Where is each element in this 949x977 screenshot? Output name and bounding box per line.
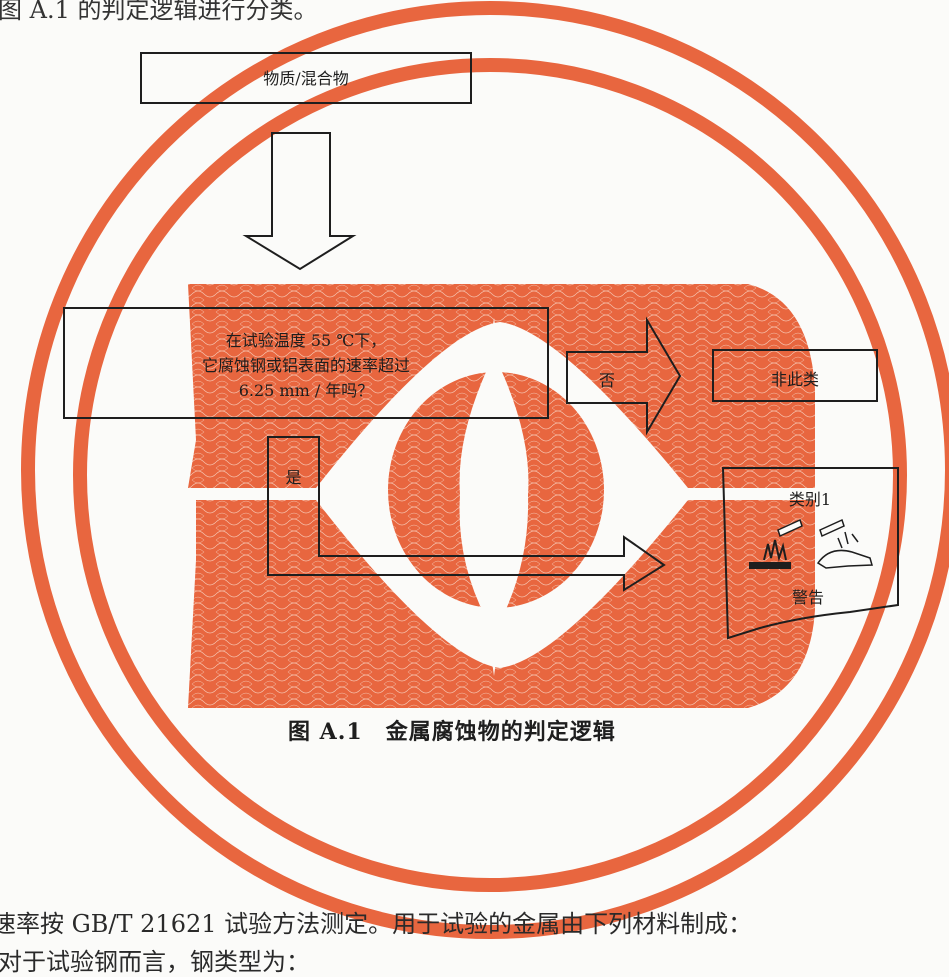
no-result-box: [712, 349, 878, 402]
category-label-card: [721, 467, 899, 640]
emblem-eye-slit: [459, 318, 529, 676]
top-text-line: 图 A.1 的判定逻辑进行分类。: [0, 0, 318, 24]
signal-word-label: 警告: [791, 588, 824, 607]
no-result-label: 非此类: [770, 370, 819, 389]
start-label: 物质/混合物: [263, 69, 349, 88]
emblem-outer-ring: [21, 1, 949, 939]
question-line-3: 6.25 mm / 年吗？: [238, 381, 374, 400]
no-label: 否: [598, 371, 615, 390]
emblem-band-bottom: [188, 500, 815, 708]
category-label: 类别1: [788, 490, 832, 509]
emblem-inner-ring: [73, 58, 907, 892]
emblem-band-top: [188, 284, 815, 488]
watermark-emblem: [21, 1, 949, 939]
question-box: [63, 307, 549, 419]
down-arrow: [242, 132, 357, 271]
question-line-1: 在试验温度 55 ℃下，: [225, 331, 387, 350]
figure-caption: 图 A.1 金属腐蚀物的判定逻辑: [288, 719, 616, 745]
yes-label: 是: [285, 468, 302, 487]
body-text-line-2: 对于试验钢而言，钢类型为：: [0, 948, 310, 976]
no-arrow: [566, 316, 682, 436]
start-box: [140, 52, 472, 104]
corrosion-pictogram-icon: [749, 518, 873, 569]
body-text-line-1: 速率按 GB/T 21621 试验方法测定。用于试验的金属由下列材料制成：: [0, 910, 753, 938]
question-line-2: 它腐蚀钢或铝表面的速率超过: [201, 356, 410, 375]
yes-arrow: [267, 436, 666, 592]
